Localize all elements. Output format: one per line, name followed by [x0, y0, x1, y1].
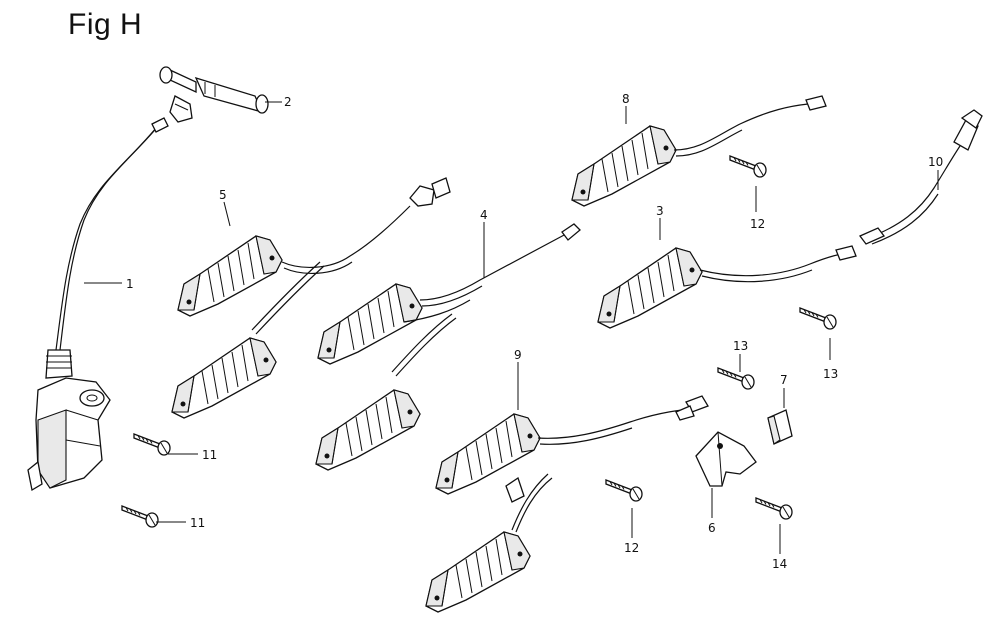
wire-lead-10	[858, 109, 983, 245]
bolt-12-lower	[605, 479, 643, 502]
callout-5: 5	[219, 188, 227, 202]
callout-12-lower: 12	[624, 541, 639, 555]
coil-assembly-8	[571, 95, 827, 207]
callout-12-upper: 12	[750, 217, 765, 231]
bolt-13-left	[717, 367, 755, 390]
callout-7: 7	[780, 373, 788, 387]
callout-6: 6	[708, 521, 716, 535]
callout-11-lower: 11	[190, 516, 205, 530]
rubber-grommet	[767, 409, 793, 445]
bolt-11-upper	[133, 433, 171, 456]
callout-9: 9	[514, 348, 522, 362]
callout-2: 2	[284, 95, 292, 109]
leader-lines	[84, 101, 939, 554]
callout-14: 14	[772, 557, 787, 571]
mounting-bracket	[695, 431, 757, 487]
callout-10: 10	[928, 155, 943, 169]
coil-assembly-5	[171, 177, 451, 419]
callout-4: 4	[480, 208, 488, 222]
spark-plug-cap	[159, 66, 269, 123]
bolt-11-lower	[121, 505, 159, 528]
callout-13-right: 13	[823, 367, 838, 381]
callout-13-left: 13	[733, 339, 748, 353]
coil-assembly-3	[597, 245, 857, 329]
ignition-coil	[27, 117, 169, 492]
figure-title: Fig H	[68, 8, 143, 41]
callout-8: 8	[622, 92, 630, 106]
callout-3: 3	[656, 204, 664, 218]
coil-assembly-4	[315, 223, 581, 471]
bolt-13-right	[799, 307, 837, 330]
coil-assembly-9	[425, 395, 709, 613]
bolt-12-upper	[729, 155, 767, 178]
callout-11-upper: 11	[202, 448, 217, 462]
callout-1: 1	[126, 277, 134, 291]
bolt-14	[755, 497, 793, 520]
